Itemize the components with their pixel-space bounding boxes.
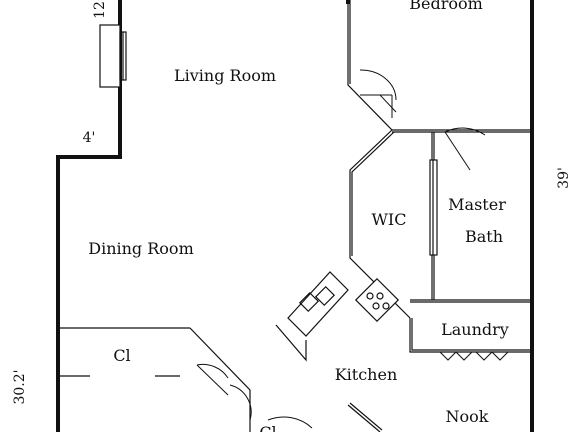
room-label-dining-room: Dining Room: [88, 239, 193, 258]
room-label-master: Master: [448, 195, 506, 214]
room-label-kitchen: Kitchen: [335, 365, 398, 384]
stove: [354, 277, 400, 323]
laundry-bifold-doors: [439, 351, 509, 361]
fireplace: [99, 24, 127, 88]
bedroom-door: [359, 69, 397, 118]
nook-divider: [347, 402, 383, 432]
dimension-left-side: 30.2': [12, 369, 28, 404]
room-label-bath: Bath: [465, 227, 503, 246]
room-label-living-room: Living Room: [174, 66, 276, 85]
room-label-laundry: Laundry: [441, 320, 509, 339]
dimension-right-side: 39': [556, 167, 572, 189]
master-bath-door: [429, 127, 486, 256]
bedroom-walls: [347, 0, 532, 133]
room-label-wic: WIC: [371, 210, 406, 229]
room-label-nook: Nook: [446, 407, 489, 426]
kitchen-counter: [275, 271, 349, 362]
dimension-top-left: 12: [92, 1, 108, 19]
closet-doors: [196, 363, 313, 429]
exterior-walls: [56, 0, 534, 432]
room-label-closet-2: Cl: [259, 423, 276, 432]
dimension-fireplace-offset: 4': [83, 130, 96, 146]
closet-walls: [60, 327, 251, 432]
room-label-closet: Cl: [113, 346, 130, 365]
room-label-bedroom: Bedroom: [409, 0, 483, 13]
